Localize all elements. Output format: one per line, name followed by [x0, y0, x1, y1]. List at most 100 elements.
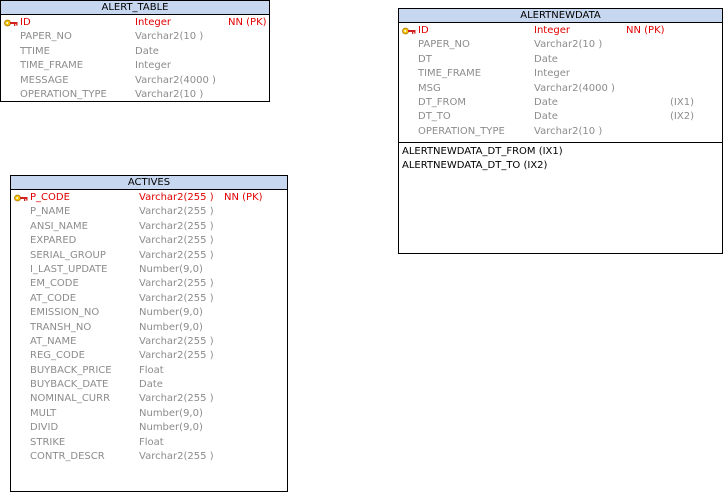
- column-row: BUYBACK_DATE Date: [11, 378, 287, 392]
- column-type: Date: [139, 379, 163, 391]
- index-item: ALERTNEWDATA_DT_TO (IX2): [402, 160, 548, 171]
- column-type: Varchar2(255 ): [139, 335, 214, 347]
- column-name: EMISSION_NO: [30, 307, 100, 319]
- column-row: ANSI_NAME Varchar2(255 ): [11, 220, 287, 234]
- column-type: Varchar2(255 ): [139, 220, 214, 232]
- column-name: TIME_FRAME: [418, 68, 482, 80]
- column-constraint: NN (PK): [224, 192, 263, 203]
- column-name: DT: [418, 53, 432, 65]
- column-row: I_LAST_UPDATE Number(9,0): [11, 263, 287, 277]
- column-row: DT_FROM Date (IX1): [399, 96, 722, 110]
- column-name: MULT: [30, 407, 57, 419]
- column-row: STRIKE Float: [11, 436, 287, 450]
- column-row: TIME_FRAME Integer: [1, 59, 269, 73]
- column-name: P_NAME: [30, 206, 71, 218]
- primary-key-icon: [14, 194, 28, 202]
- column-name: ANSI_NAME: [30, 220, 88, 232]
- column-row: P_NAME Varchar2(255 ): [11, 205, 287, 219]
- column-name: PAPER_NO: [20, 31, 72, 43]
- column-row: OPERATION_TYPE Varchar2(10 ): [399, 125, 722, 139]
- column-type: Varchar2(255 ): [139, 235, 214, 247]
- entity-title: ALERTNEWDATA: [399, 9, 722, 23]
- column-type: Varchar2(255 ): [139, 292, 214, 304]
- column-name: OPERATION_TYPE: [418, 125, 505, 137]
- column-type: Varchar2(10 ): [135, 31, 204, 43]
- column-name: DIVID: [30, 422, 59, 434]
- column-constraint: NN (PK): [626, 25, 665, 36]
- column-name: EXPARED: [30, 235, 77, 247]
- primary-key-column-row: ID Integer NN (PK): [1, 16, 269, 30]
- column-type: Number(9,0): [139, 422, 203, 434]
- primary-key-column-row: ID Integer NN (PK): [399, 24, 722, 38]
- column-row: EXPARED Varchar2(255 ): [11, 234, 287, 248]
- column-type: Integer: [135, 17, 171, 28]
- column-type: Number(9,0): [139, 407, 203, 419]
- column-row: DIVID Number(9,0): [11, 421, 287, 435]
- column-type: Varchar2(255 ): [139, 249, 214, 261]
- column-name: PAPER_NO: [418, 39, 470, 51]
- column-row: NOMINAL_CURR Varchar2(255 ): [11, 392, 287, 406]
- column-name: REG_CODE: [30, 350, 85, 362]
- column-name: SERIAL_GROUP: [30, 249, 106, 261]
- column-type: Varchar2(10 ): [534, 125, 603, 137]
- column-row: TIME_FRAME Integer: [399, 67, 722, 81]
- column-type: Date: [534, 96, 558, 108]
- column-name: TIME_FRAME: [20, 60, 84, 72]
- column-type: Number(9,0): [139, 263, 203, 275]
- column-type: Varchar2(10 ): [534, 39, 603, 51]
- column-name: NOMINAL_CURR: [30, 393, 111, 405]
- column-constraint: NN (PK): [228, 17, 267, 28]
- column-name: I_LAST_UPDATE: [30, 263, 108, 275]
- column-name: TTIME: [20, 45, 50, 57]
- column-row: MULT Number(9,0): [11, 407, 287, 421]
- column-name: EM_CODE: [30, 278, 79, 290]
- column-type: Varchar2(255 ): [139, 350, 214, 362]
- column-row: PAPER_NO Varchar2(10 ): [1, 30, 269, 44]
- column-name: MESSAGE: [20, 74, 69, 86]
- column-name: AT_CODE: [30, 292, 77, 304]
- column-row: AT_NAME Varchar2(255 ): [11, 335, 287, 349]
- column-type: Integer: [534, 68, 570, 80]
- column-type: Date: [534, 111, 558, 123]
- column-type: Varchar2(255 ): [139, 206, 214, 218]
- column-type: Varchar2(255 ): [139, 278, 214, 290]
- column-type: Varchar2(10 ): [135, 88, 204, 100]
- column-constraint: (IX2): [670, 111, 694, 123]
- column-name: STRIKE: [30, 436, 66, 448]
- index-item: ALERTNEWDATA_DT_FROM (IX1): [402, 146, 563, 157]
- column-type: Varchar2(255 ): [139, 393, 214, 405]
- column-name: TRANSH_NO: [30, 321, 92, 333]
- column-name: CONTR_DESCR: [30, 451, 105, 463]
- column-name: AT_NAME: [30, 335, 77, 347]
- column-type: Float: [139, 364, 164, 376]
- column-type: Integer: [135, 60, 171, 72]
- column-type: Integer: [534, 25, 570, 36]
- column-constraint: (IX1): [670, 96, 694, 108]
- primary-key-icon: [4, 19, 18, 27]
- column-type: Number(9,0): [139, 307, 203, 319]
- column-type: Float: [139, 436, 164, 448]
- entity-alertnewdata[interactable]: ALERTNEWDATA ID Integer NN (PK) PAPER_NO Var…: [398, 8, 723, 254]
- column-name: ID: [418, 25, 429, 36]
- column-row: EMISSION_NO Number(9,0): [11, 306, 287, 320]
- column-row: MESSAGE Varchar2(4000 ): [1, 74, 269, 88]
- index-list: ALERTNEWDATA_DT_FROM (IX1) ALERTNEWDATA_…: [399, 142, 722, 173]
- column-name: DT_FROM: [418, 96, 467, 108]
- column-type: Varchar2(4000 ): [135, 74, 216, 86]
- column-row: REG_CODE Varchar2(255 ): [11, 349, 287, 363]
- column-name: ID: [20, 17, 31, 28]
- column-name: BUYBACK_DATE: [30, 379, 109, 391]
- column-name: MSG: [418, 82, 441, 94]
